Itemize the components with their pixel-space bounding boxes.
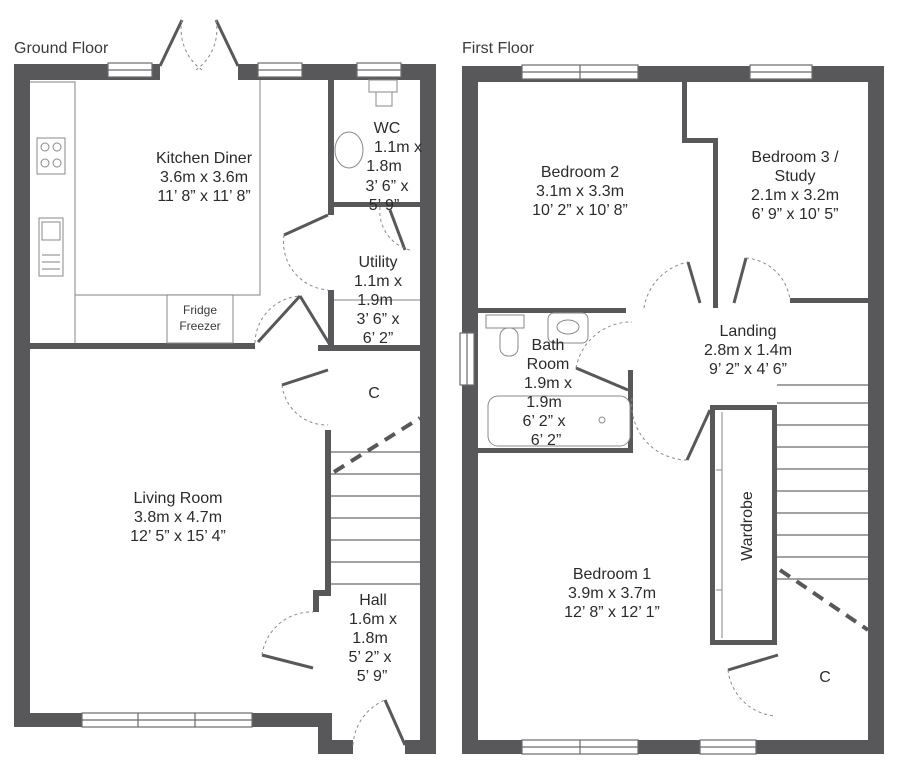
fridge-label: Fridge: [183, 303, 217, 317]
bathtub: [487, 395, 631, 447]
wall: [325, 430, 331, 590]
room-metric-landing: 2.8m x 1.4m: [704, 342, 792, 359]
cupboard-label-first: C: [819, 669, 831, 686]
cupboard-label-ground: C: [368, 385, 380, 402]
wall: [30, 343, 255, 349]
room-name-bath: Bath: [532, 337, 565, 354]
room-dim-hall: 1.6m x: [349, 611, 397, 628]
room-dim-wc: 3’ 6” x: [366, 178, 409, 195]
wall: [462, 66, 478, 754]
room-dim-utility: 3’ 6” x: [357, 311, 400, 328]
room-dim-bath: 1.9m x: [524, 375, 572, 392]
wall: [710, 405, 777, 410]
room-dim-bath: 6’ 2”: [531, 432, 562, 449]
room-name-living: Living Room: [134, 490, 223, 507]
room-imperial-bedroom3: 6’ 9” x 10’ 5”: [752, 206, 839, 223]
freezer-label: Freezer: [179, 319, 220, 333]
toilet-cistern: [485, 314, 525, 329]
wall: [772, 405, 777, 645]
room-name-kitchen: Kitchen Diner: [156, 150, 253, 167]
room-metric-kitchen: 3.6m x 3.6m: [160, 169, 248, 186]
wall: [713, 138, 718, 308]
room-dim-bath: 1.9m: [526, 394, 562, 411]
wall: [682, 138, 717, 143]
staircase: [331, 416, 422, 585]
room-dim-wc: 5’ 9”: [369, 197, 400, 214]
wardrobe-label: Wardrobe: [739, 491, 756, 561]
room-imperial-living: 12’ 5” x 15’ 4”: [130, 528, 226, 545]
wall: [318, 345, 420, 351]
ground-floor-plan: Ground Floor Kitchen Diner 3.6m x 3.6m 1…: [14, 19, 436, 754]
room-imperial-bedroom1: 12’ 8” x 12’ 1”: [564, 604, 660, 621]
wall: [478, 448, 628, 453]
room-imperial-bedroom2: 10’ 2” x 10’ 8”: [532, 202, 628, 219]
toilet-cistern: [368, 79, 398, 93]
room-dim-utility: 1.9m: [357, 292, 393, 309]
room-metric-living: 3.8m x 4.7m: [134, 509, 222, 526]
room-name-utility: Utility: [358, 254, 397, 271]
wall: [790, 298, 870, 303]
french-door-opening: [160, 63, 238, 81]
room-metric-bedroom2: 3.1m x 3.3m: [536, 183, 624, 200]
room-dim-hall: 5’ 2” x: [349, 649, 392, 666]
wall: [14, 64, 30, 727]
room-name-bedroom3: Bedroom 3 /: [751, 149, 839, 166]
room-metric-bedroom1: 3.9m x 3.7m: [568, 585, 656, 602]
staircase: [777, 384, 870, 632]
wall: [710, 405, 715, 645]
wall: [682, 80, 687, 143]
room-name-landing: Landing: [720, 323, 777, 340]
wall: [478, 308, 626, 313]
room-dim-hall: 1.8m: [352, 630, 388, 647]
room-dim-utility: 1.1m x: [354, 273, 402, 290]
room-name-hall: Hall: [359, 592, 387, 609]
wall: [318, 740, 353, 754]
wall: [328, 78, 334, 215]
wall: [868, 66, 884, 754]
wall: [405, 740, 435, 754]
room-dim-wc: 1.1m x: [374, 139, 422, 156]
wall: [334, 202, 420, 207]
first-floor-title: First Floor: [462, 40, 535, 57]
wall: [710, 640, 777, 645]
room-imperial-landing: 9’ 2” x 4’ 6”: [709, 361, 787, 378]
room-imperial-kitchen: 11’ 8” x 11’ 8”: [157, 188, 250, 205]
ground-floor-title: Ground Floor: [14, 40, 109, 57]
room-name-bedroom2: Bedroom 2: [541, 164, 619, 181]
room-dim-wc: 1.8m: [366, 158, 402, 175]
room-dim-bath: 6’ 2” x: [523, 413, 566, 430]
wall: [328, 290, 334, 348]
wall: [420, 64, 436, 754]
fridge-freezer: [166, 294, 234, 344]
room-name-bath-room: Room: [527, 356, 570, 373]
room-name-bedroom3-study: Study: [775, 168, 816, 185]
first-floor-plan: First Floor Bedroom 2 3.1m x 3.3m 10’ 2”…: [459, 40, 884, 755]
room-name-bedroom1: Bedroom 1: [573, 566, 651, 583]
room-metric-bedroom3: 2.1m x 3.2m: [751, 187, 839, 204]
room-dim-hall: 5’ 9”: [357, 668, 388, 685]
wall: [313, 590, 319, 612]
hob: [36, 137, 66, 175]
room-dim-utility: 6’ 2”: [363, 330, 394, 347]
wall: [313, 590, 331, 596]
room-name-wc: WC: [374, 120, 401, 137]
wc-basin: [334, 131, 364, 169]
